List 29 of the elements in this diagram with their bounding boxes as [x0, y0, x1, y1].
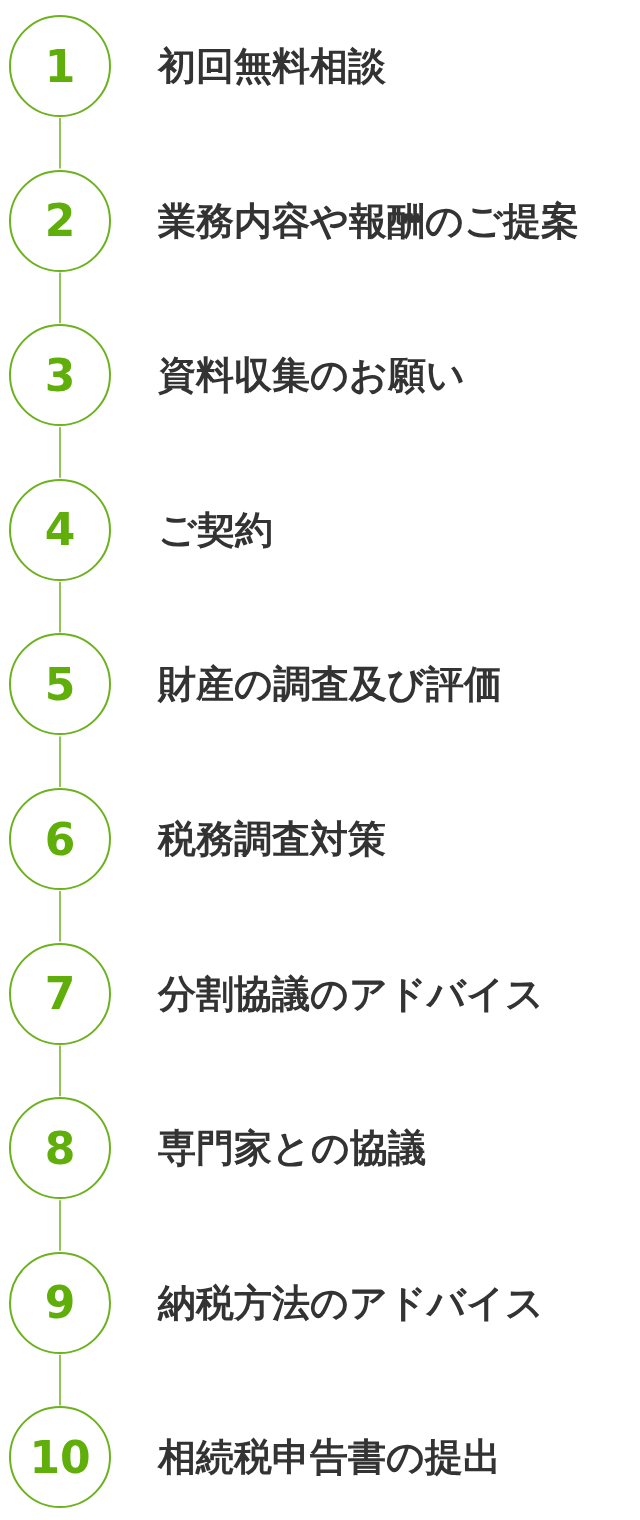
step-number-circle: 3 — [9, 324, 111, 427]
step-number-circle: 8 — [9, 1097, 111, 1200]
step-label: 相続税申告書の提出 — [158, 1434, 501, 1481]
step-number-circle: 9 — [9, 1251, 111, 1354]
connector-line — [59, 890, 61, 943]
step-label: 専門家との協議 — [158, 1125, 426, 1172]
step-label: 財産の調査及び評価 — [158, 661, 502, 708]
connector-line — [59, 117, 61, 170]
step-number-circle: 10 — [9, 1406, 111, 1509]
step-label: 資料収集のお願い — [158, 352, 465, 399]
step-label: 分割協議のアドバイス — [158, 970, 544, 1017]
step-number-circle: 4 — [9, 478, 111, 581]
step-number-circle: 1 — [9, 15, 111, 117]
step-number-circle: 6 — [9, 788, 111, 890]
connector-line — [59, 1354, 61, 1407]
step-label: 税務調査対策 — [158, 816, 386, 862]
connector-line — [59, 271, 61, 324]
step-number-circle: 5 — [9, 633, 111, 736]
step-number-circle: 7 — [9, 942, 111, 1045]
step-label: ご契約 — [158, 506, 273, 553]
step-number-circle: 2 — [9, 169, 111, 272]
connector-line — [59, 735, 61, 788]
connector-line — [59, 426, 61, 479]
step-label: 初回無料相談 — [158, 43, 386, 89]
step-label: 業務内容や報酬のご提案 — [158, 197, 579, 244]
connector-line — [59, 1044, 61, 1097]
connector-line — [59, 1199, 61, 1252]
step-label: 納税方法のアドバイス — [158, 1279, 544, 1326]
connector-line — [59, 581, 61, 634]
